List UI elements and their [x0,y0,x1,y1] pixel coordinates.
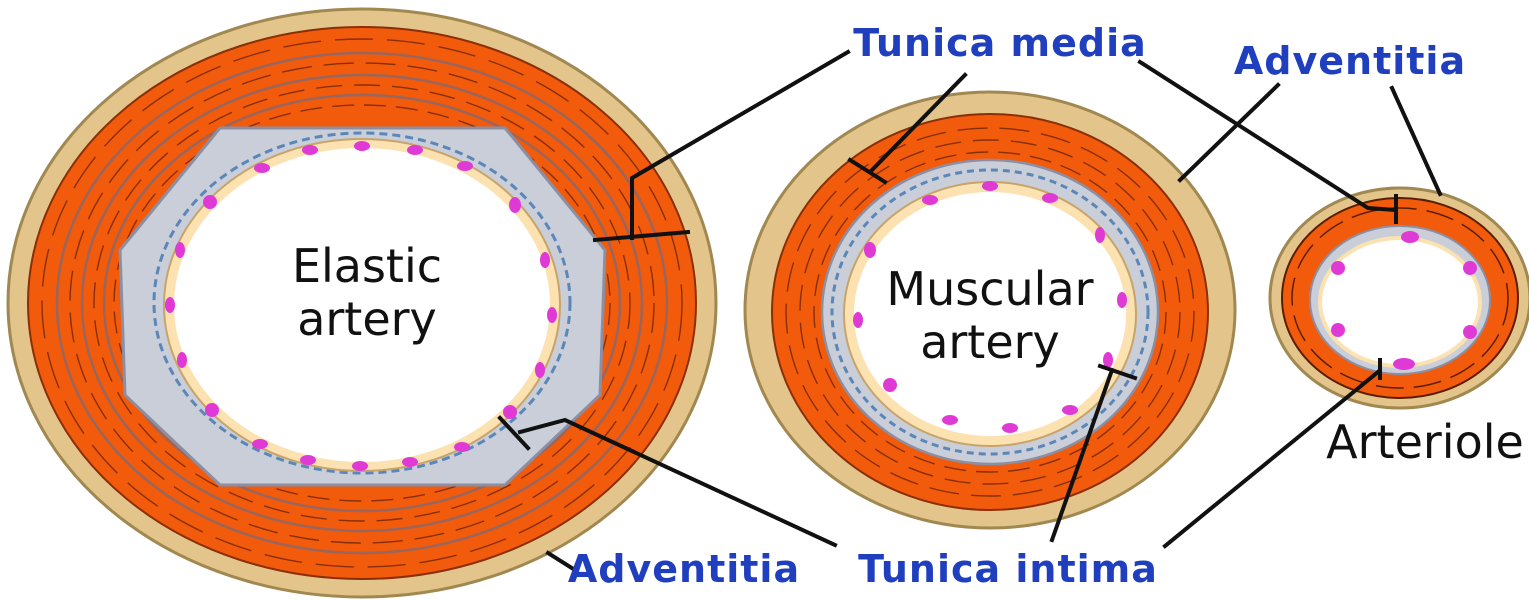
muscular-artery-label-line1: Muscular [886,262,1093,316]
arteriole-label: Arteriole [1326,415,1524,469]
label-adventitia-bottom: Adventitia [568,547,800,591]
leader-adventitia-arteriole [1392,88,1440,194]
elastic-artery-label-line2: artery [297,292,437,346]
muscular-artery-label-line2: artery [920,315,1060,369]
elastic-artery-label-line1: Elastic [292,239,442,293]
label-tunica-intima: Tunica intima [858,547,1158,591]
label-adventitia-top: Adventitia [1234,39,1466,83]
label-tunica-media: Tunica media [853,21,1147,65]
arteriole-lumen [1320,238,1480,366]
muscular-artery: Muscular artery [745,92,1235,528]
elastic-artery: Elastic artery [8,9,716,597]
